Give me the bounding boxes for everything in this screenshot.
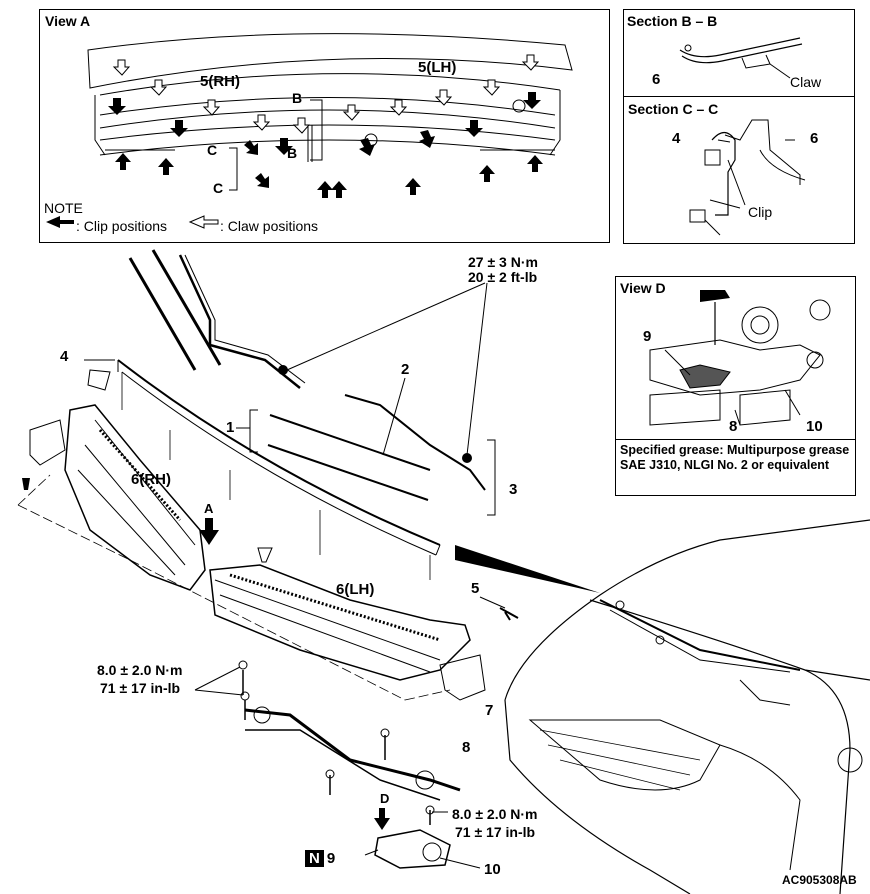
part-5-label: 5	[471, 580, 480, 597]
claw-legend: : Claw positions	[220, 218, 319, 234]
torque-arm-nm: 27 ± 3 N·m	[468, 254, 538, 270]
arrow-d-label: D	[380, 791, 390, 806]
note-title: NOTE	[44, 200, 83, 216]
view-d-title: View D	[620, 280, 666, 296]
section-bb-panel	[623, 9, 855, 97]
part-8-label: 8	[462, 739, 471, 756]
label-5lh: 5(LH)	[418, 59, 457, 76]
clip-legend: : Clip positions	[76, 218, 168, 234]
part-10-label: 10	[484, 861, 501, 878]
section-bb-part-6: 6	[652, 71, 661, 88]
section-cc-title: Section C – C	[628, 101, 719, 117]
torque-left-nm: 8.0 ± 2.0 N·m	[97, 662, 183, 678]
label-5rh: 5(RH)	[200, 73, 240, 90]
part-2-label: 2	[401, 361, 410, 378]
section-b-mark-2: B	[287, 145, 298, 161]
torque-left-inlb: 71 ± 17 in-lb	[100, 680, 181, 696]
arrow-a-label: A	[204, 501, 214, 516]
section-c-mark-2: C	[213, 180, 224, 196]
part-9-number: 9	[326, 850, 336, 867]
section-bb-title: Section B – B	[627, 13, 718, 29]
figure-code: AC905308AB	[782, 873, 857, 887]
part-6lh-label: 6(LH)	[336, 581, 375, 598]
part-4-label: 4	[60, 348, 69, 365]
grease-specification: Specified grease: Multipurpose grease SA…	[620, 443, 850, 472]
view-a-title: View A	[45, 13, 91, 29]
part-1-label: 1	[226, 419, 235, 436]
grease-note-panel	[615, 439, 856, 496]
section-b-mark: B	[292, 90, 303, 106]
section-cc-part-6: 6	[810, 130, 819, 147]
view-d-part-8: 8	[729, 418, 738, 435]
section-c-mark: C	[207, 142, 218, 158]
part-3-label: 3	[509, 481, 518, 498]
view-d-part-10: 10	[806, 418, 823, 435]
section-cc-part-4: 4	[672, 130, 681, 147]
section-bb-claw: Claw	[790, 74, 822, 90]
section-cc-clip: Clip	[748, 204, 773, 220]
part-6rh-label: 6(RH)	[131, 471, 171, 488]
torque-right-inlb: 71 ± 17 in-lb	[455, 824, 536, 840]
view-d-part-9: 9	[643, 328, 652, 345]
part-7-label: 7	[485, 702, 494, 719]
n-badge: N	[305, 850, 324, 867]
torque-arm-ftlb: 20 ± 2 ft-lb	[468, 269, 538, 285]
section-cc-panel	[623, 96, 855, 244]
torque-right-nm: 8.0 ± 2.0 N·m	[452, 806, 538, 822]
view-a-panel	[39, 9, 610, 243]
